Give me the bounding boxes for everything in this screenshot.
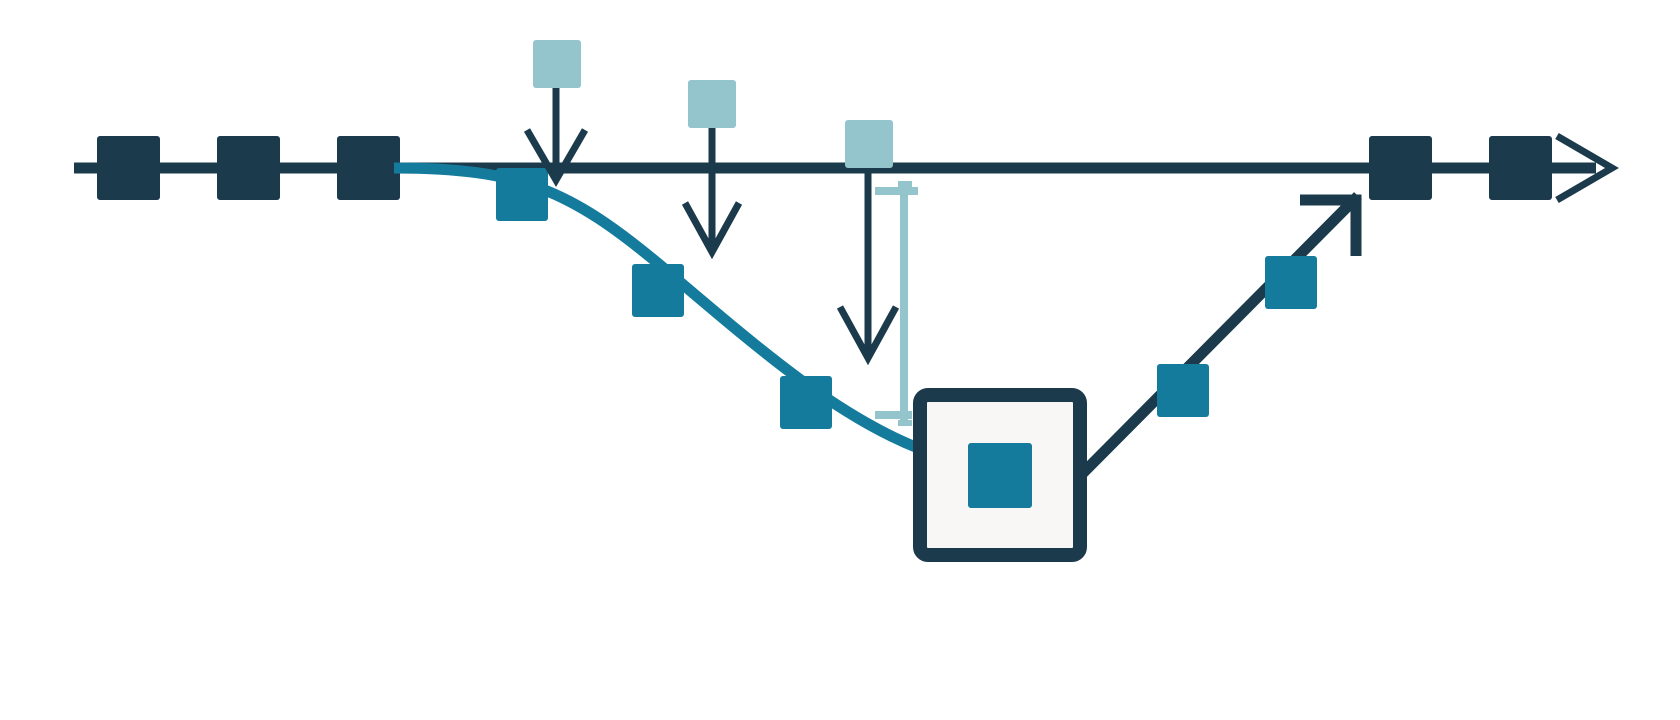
diagonal-block-1 [1157,364,1209,417]
hub-inner-block [968,443,1032,508]
main-block-2 [217,136,280,200]
main-arrowhead-icon [1555,132,1619,204]
incoming-block-3 [845,120,893,168]
curve-block-1 [496,168,548,221]
curve-block-3 [780,376,832,429]
drop-arrow-3-icon [836,305,900,366]
main-block-3 [337,136,400,200]
diagonal-block-2 [1265,256,1317,309]
incoming-block-1 [533,40,581,88]
curve-block-2 [632,264,684,317]
main-block-1 [97,136,160,200]
span-bracket [875,181,918,426]
main-block-5 [1489,136,1552,200]
incoming-block-2 [688,80,736,128]
drop-arrow-1-icon [523,128,589,187]
drop-arrow-2-icon [681,201,743,260]
diagonal-line [1075,192,1362,481]
corner-arrow-icon [1300,194,1362,256]
main-block-4 [1369,136,1432,200]
